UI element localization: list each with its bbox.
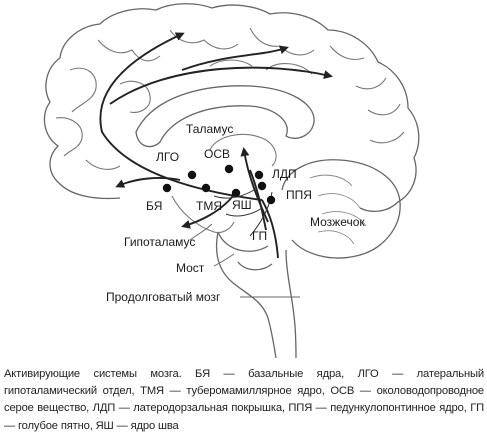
label-lgo: ЛГО	[156, 150, 179, 164]
label-cerebellum: Мозжечок	[310, 215, 365, 229]
nucleus-osv	[224, 164, 234, 174]
nucleus-lgo	[187, 170, 197, 180]
pathway-to-occipital-cortex	[109, 66, 333, 105]
nucleus-bya	[162, 183, 172, 193]
brain-outline	[43, 3, 420, 213]
hypothalamus-shape	[171, 195, 235, 234]
thalamus-region	[209, 133, 277, 167]
figure-caption: Активирующие системы мозга. БЯ — базальн…	[4, 368, 484, 432]
activation-pathways	[99, 32, 333, 259]
label-thalamus: Таламус	[186, 122, 233, 136]
nucleus-ldp	[254, 170, 264, 180]
label-pons: Мост	[176, 261, 205, 275]
label-yash: ЯШ	[232, 198, 252, 212]
brain-diagram: Таламус ЛГО ОСВ ЛДП ППЯ БЯ ТМЯ ЯШ ГП Моз…	[43, 3, 420, 359]
corpus-callosum	[135, 85, 315, 148]
nuclei	[162, 164, 276, 205]
pathway-to-basal-forebrain	[115, 177, 181, 188]
pathway-brainstem-to-thalamus	[240, 147, 269, 223]
pathway-to-parietal-cortex	[181, 45, 289, 71]
nucleus-gp	[266, 195, 276, 205]
label-bya: БЯ	[146, 199, 162, 213]
label-medulla: Продолговатый мозг	[106, 290, 221, 304]
nucleus-ppya	[257, 181, 267, 191]
cerebellum-shape	[281, 159, 401, 259]
brainstem	[215, 231, 297, 359]
label-ppya: ППЯ	[286, 188, 312, 202]
label-gp: ГП	[252, 229, 267, 243]
pathway-descending-left	[181, 191, 237, 229]
label-ldp: ЛДП	[272, 167, 297, 181]
leader-lines	[189, 223, 300, 298]
label-tmya: ТМЯ	[196, 199, 222, 213]
label-osv: ОСВ	[204, 147, 230, 161]
nucleus-tmya	[201, 183, 211, 193]
pathway-to-frontal-cortex	[99, 32, 263, 201]
cerebellum-folia	[309, 174, 367, 245]
nucleus-yash	[231, 188, 241, 198]
thin-pathways	[213, 189, 273, 237]
label-hypothalamus: Гипоталамус	[124, 235, 195, 249]
